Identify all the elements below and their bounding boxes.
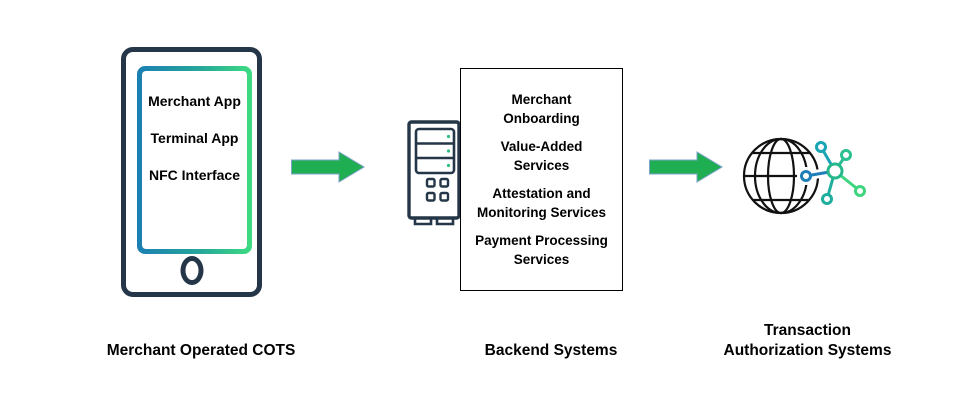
cots-caption: Merchant Operated COTS (106, 342, 296, 359)
merchant-app-label: Merchant App (148, 93, 241, 109)
transaction-caption-line1: Transaction (764, 322, 851, 339)
smartphone-screen-content: Merchant App Terminal App NFC Interface (142, 71, 247, 249)
backend-item-merchant-onboarding: Merchant Onboarding (461, 90, 622, 128)
backend-item-line: Value-Added (500, 139, 583, 154)
backend-item-line: Services (513, 252, 570, 267)
backend-item-attestation-monitoring: Attestation and Monitoring Services (461, 184, 622, 222)
backend-item-line: Services (513, 158, 570, 173)
home-button-icon (180, 256, 203, 285)
network-node (800, 170, 812, 182)
backend-item-line: Onboarding (503, 111, 580, 126)
nfc-interface-label: NFC Interface (148, 167, 241, 183)
backend-item-line: Monitoring Services (476, 205, 607, 220)
backend-item-line: Attestation and (492, 186, 591, 201)
flow-arrow-icon-left (291, 151, 365, 183)
flow-arrow-icon-right (649, 151, 723, 183)
smartphone-screen: Merchant App Terminal App NFC Interface (137, 66, 252, 254)
transaction-caption: Transaction Authorization Systems (687, 321, 928, 361)
globe-network-icon (742, 137, 869, 215)
server-icon (407, 120, 461, 226)
network-node (815, 141, 827, 153)
network-node (821, 193, 833, 205)
network-cluster (800, 141, 866, 205)
backend-item-payment-processing: Payment Processing Services (461, 231, 622, 269)
transaction-caption-line2: Authorization Systems (723, 342, 892, 359)
smartphone-icon: Merchant App Terminal App NFC Interface (121, 47, 262, 297)
backend-services-box: Merchant Onboarding Value-Added Services… (460, 68, 623, 291)
backend-item-value-added-services: Value-Added Services (461, 137, 622, 175)
backend-item-line: Merchant (511, 92, 572, 107)
network-node (854, 185, 866, 197)
backend-item-line: Payment Processing (475, 233, 608, 248)
network-node (840, 149, 852, 161)
globe-wireframe (742, 137, 820, 215)
terminal-app-label: Terminal App (150, 130, 239, 146)
network-hub-node (826, 162, 844, 180)
backend-caption: Backend Systems (484, 342, 618, 359)
